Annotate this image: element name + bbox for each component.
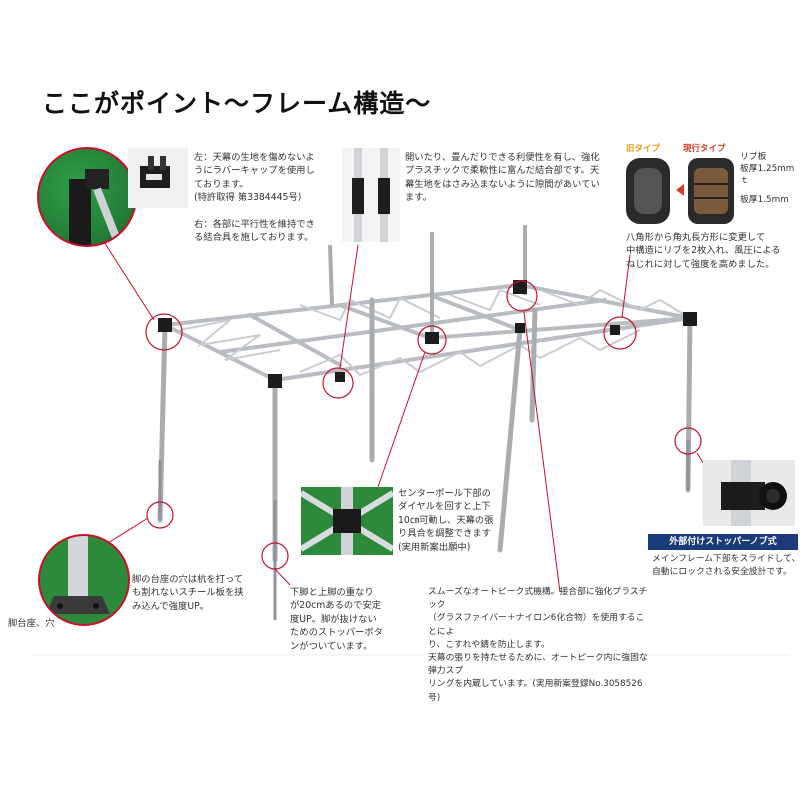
callout-rubber-cap: 左：天幕の生地を傷めないよ うにラバーキャップを使用し ております。 (特許取得… [194,152,315,244]
callout-folding-joint: 開いたり、畳んだりできる利便性を有し、強化 プラスチックで柔軟性に富んだ結合部で… [405,152,600,204]
parallel-joint-photo [128,148,188,208]
leader-lines [98,233,719,593]
frame-joints [158,280,697,388]
foot-base-photo [38,534,130,626]
foot-label: 脚台座、穴 [8,618,55,629]
center-pole-dial-photo [301,487,393,555]
stopper-badge: 外部付けストッパーノブ式 [648,534,798,550]
callout-stopper: メインフレーム下部をスライドして、 自動にロックされる安全設計です。 [652,554,800,578]
callout-center-pole: センターポール下部の ダイヤルを回すと上下 10㎝可動し、天幕の張 り具合を調整… [398,488,494,553]
rib-comparison-photo [624,150,736,230]
new-type-label: 現行タイプ [683,144,726,154]
callout-rib: 八角形から角丸長方形に変更して 中構造にリブを2枚入れ、風圧による ねじれに対し… [626,232,781,270]
callout-leg-overlap: 下脚と上脚の重なり が20cmあるので安定 度UP。脚が抜けない ためのストッパ… [290,587,383,652]
leg-feet [158,440,690,620]
folding-joint-photo [342,148,400,242]
old-type-label: 旧タイプ [626,144,661,154]
rubber-cap-photo [37,147,137,247]
callout-auto-peak: スムーズなオートピーク式機構。接合部に強化プラスチック （グラスファイバー＋ナイ… [428,587,648,703]
page-title: ここがポイント〜フレーム構造〜 [42,89,432,118]
callout-foot: 脚の台座の穴は杭を打って も割れないスチール板を挟 み込んで強度UP。 [132,574,244,612]
rib-plate-label: リブ板 板厚1.25mmｔ [740,152,795,186]
stopper-knob-photo [703,460,795,526]
highlight-circles [145,280,702,570]
plate-thickness-label: 板厚1.5mm [740,195,789,205]
